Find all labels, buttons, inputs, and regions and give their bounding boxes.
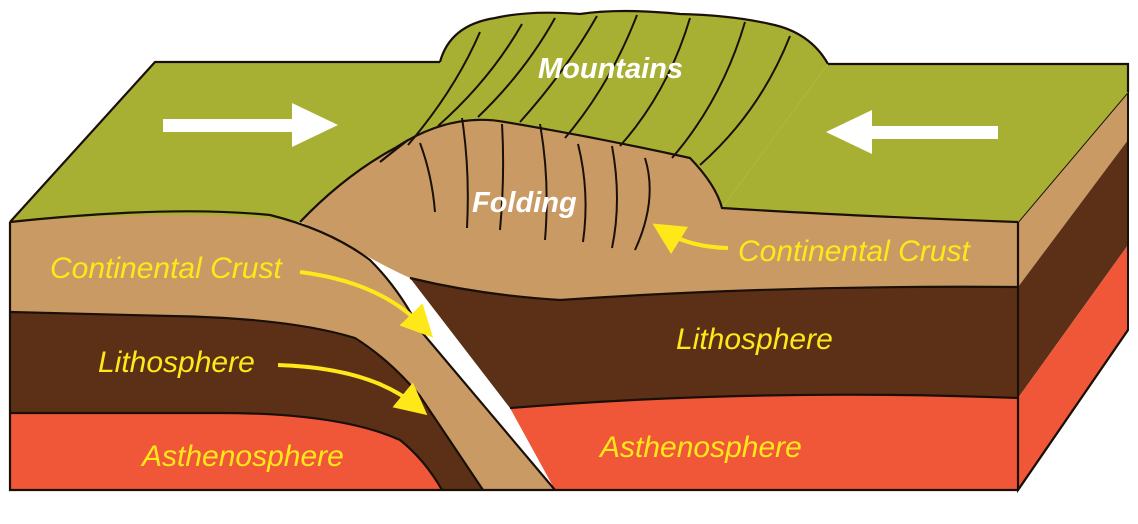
- side-lithosphere: [1018, 140, 1128, 398]
- side-crust: [1018, 92, 1128, 287]
- left-asthenosphere: [10, 413, 442, 490]
- right-crust: [300, 119, 1018, 301]
- label-continental-crust-right: Continental Crust: [738, 235, 971, 268]
- left-lithosphere: [10, 312, 483, 490]
- pointer-arrows: [277, 223, 729, 416]
- crust-left-pointer: [299, 270, 434, 338]
- outlines: [8, 9, 1130, 492]
- mountain-ridges: [407, 14, 791, 166]
- front-right-layers: [410, 278, 1018, 490]
- right-lithosphere: [410, 278, 1018, 408]
- crust-right-pointer: [652, 223, 729, 255]
- left-crust: [10, 211, 555, 490]
- block-side-face: [1017, 89, 1129, 494]
- arrow-right-icon: [163, 103, 338, 147]
- right-asthenosphere: [510, 394, 1018, 490]
- label-mountains: Mountains: [538, 53, 683, 85]
- label-lithosphere-left: Lithosphere: [98, 346, 255, 379]
- right-surface: [722, 64, 1128, 222]
- label-lithosphere-right: Lithosphere: [676, 323, 833, 356]
- label-folding: Folding: [472, 187, 577, 219]
- label-asthenosphere-right: Asthenosphere: [598, 431, 802, 464]
- left-surface: [10, 62, 440, 222]
- top-surface: [10, 11, 1128, 222]
- label-asthenosphere-left: Asthenosphere: [140, 440, 344, 473]
- label-continental-crust-left: Continental Crust: [50, 252, 283, 285]
- litho-left-pointer: [277, 363, 428, 416]
- mountain-range: [395, 11, 828, 208]
- side-asthenosphere: [1018, 245, 1128, 490]
- front-left-layers: [10, 211, 555, 490]
- folding-lines: [419, 117, 651, 251]
- arrow-left-icon: [826, 110, 998, 154]
